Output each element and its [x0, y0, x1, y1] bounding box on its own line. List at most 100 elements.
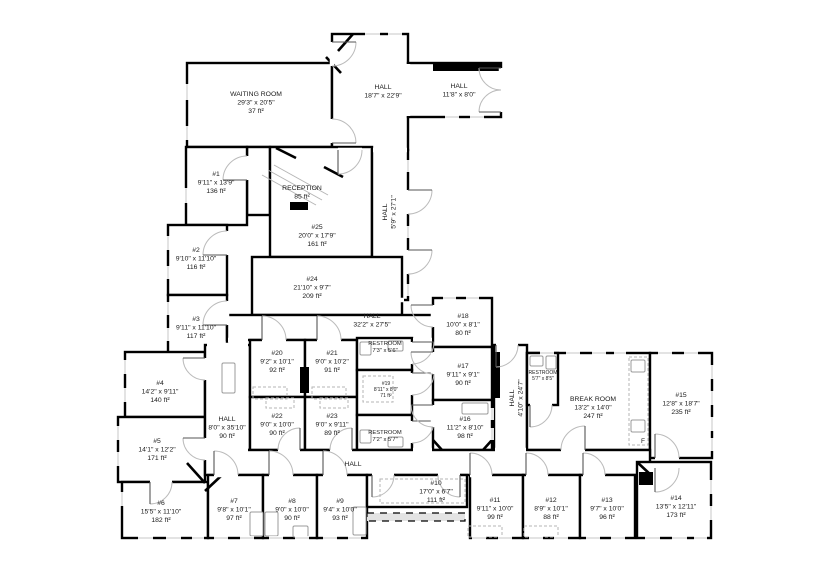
fixture-black [290, 202, 308, 210]
wall-segment [186, 462, 206, 484]
door-arc [525, 452, 549, 476]
door-arc [529, 404, 553, 428]
door-arc [654, 467, 680, 493]
wall-segment [275, 146, 297, 160]
door-arc [407, 249, 433, 275]
reception-counter-line [267, 169, 323, 201]
door-arc [411, 341, 435, 365]
door-arc [560, 425, 586, 451]
fixture-dashed [319, 397, 349, 409]
fixture-dashed [379, 478, 466, 504]
space-hall-central [225, 313, 435, 342]
doors [149, 41, 680, 505]
door-arc [268, 450, 294, 476]
fixture-gray [461, 402, 489, 415]
fixture-gray [352, 506, 367, 536]
door-arc [582, 452, 606, 476]
fixture-dashed [311, 386, 347, 400]
space-room-24 [250, 255, 404, 317]
reception-counter-line [273, 164, 329, 196]
fixture-gray [359, 429, 372, 444]
fixture-gray [292, 525, 309, 538]
space-room-19 [355, 368, 414, 417]
space-room-2 [166, 223, 229, 297]
fixture-gray [359, 341, 372, 356]
junction-gaps [206, 64, 526, 453]
fixture-gray [630, 419, 646, 433]
space-room-4 [123, 350, 207, 419]
door-arc [410, 404, 434, 428]
fixture-band [366, 512, 466, 522]
door-arc [222, 155, 248, 181]
space-room-15 [648, 351, 714, 460]
fixture-gray [630, 359, 646, 373]
wall-segment [482, 439, 493, 451]
fixture-black [491, 352, 500, 398]
space-hall-top [330, 32, 410, 152]
fixture-black [433, 63, 501, 71]
door-arc [654, 433, 680, 459]
door-arc [410, 304, 434, 328]
wall-segment [432, 439, 443, 451]
reception-counter-line [261, 174, 317, 206]
fixture-gray [387, 436, 404, 448]
space-hall-top-right [406, 61, 503, 119]
fixture-dashed [362, 375, 394, 403]
fixture-dashed [252, 386, 288, 400]
door-arc [495, 344, 519, 368]
space-room-10 [365, 473, 469, 509]
door-arc [337, 149, 363, 175]
fixtures [221, 63, 653, 538]
windows [116, 32, 714, 540]
door-arc [371, 474, 395, 498]
space-room-17 [431, 345, 494, 402]
door-arc [478, 89, 502, 113]
door-arc [410, 351, 434, 375]
door-arc [149, 481, 173, 505]
door-arc [331, 41, 357, 67]
door-arc [277, 427, 301, 451]
door-arc [437, 474, 461, 498]
space-room-18 [431, 296, 494, 349]
space-room-7 [206, 473, 265, 540]
door-arc [202, 230, 228, 256]
door-arc [407, 189, 433, 215]
fixture-black [300, 367, 309, 393]
door-arc [182, 357, 206, 381]
door-arc [322, 450, 348, 476]
fixture-gray [387, 340, 404, 352]
fixture-gray [221, 362, 236, 394]
